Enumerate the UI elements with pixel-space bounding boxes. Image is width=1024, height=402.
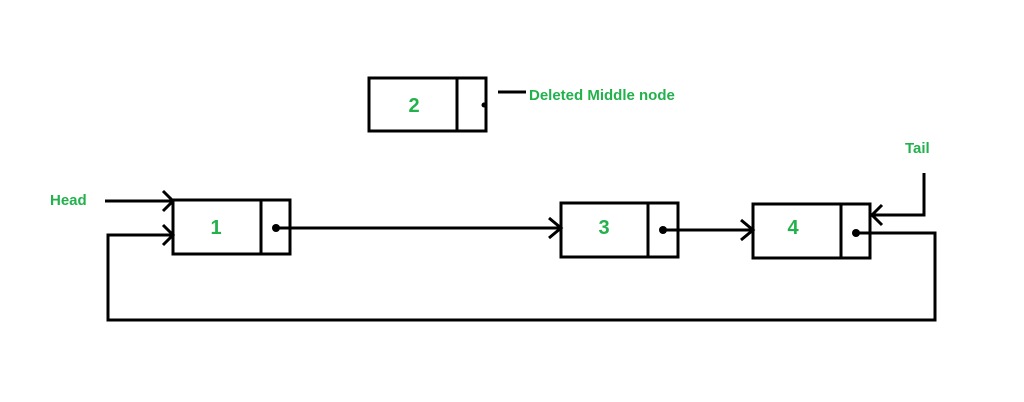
node-3: 3 (559, 201, 680, 259)
node-1-value: 1 (210, 217, 221, 239)
node-4-value: 4 (787, 217, 799, 239)
node-3-value: 3 (598, 217, 609, 239)
head-label: Head (50, 192, 87, 209)
deleted-node-box (367, 76, 488, 133)
node-4-box (751, 202, 872, 260)
pointer-arrow-1-to-3 (276, 216, 564, 240)
deleted-node-value: 2 (408, 95, 419, 117)
node-4: 4 (751, 202, 872, 260)
circular-back-link (106, 223, 937, 322)
node-1: 1 (171, 198, 292, 256)
tail-arrow (869, 173, 926, 227)
tail-label: Tail (905, 140, 930, 157)
pointer-arrow-3-to-4 (663, 218, 756, 242)
deleted-node-pointer-dot (481, 102, 487, 108)
deleted-node: 2 (367, 76, 488, 133)
deleted-label: Deleted Middle node (529, 87, 675, 104)
head-arrow (105, 189, 176, 213)
